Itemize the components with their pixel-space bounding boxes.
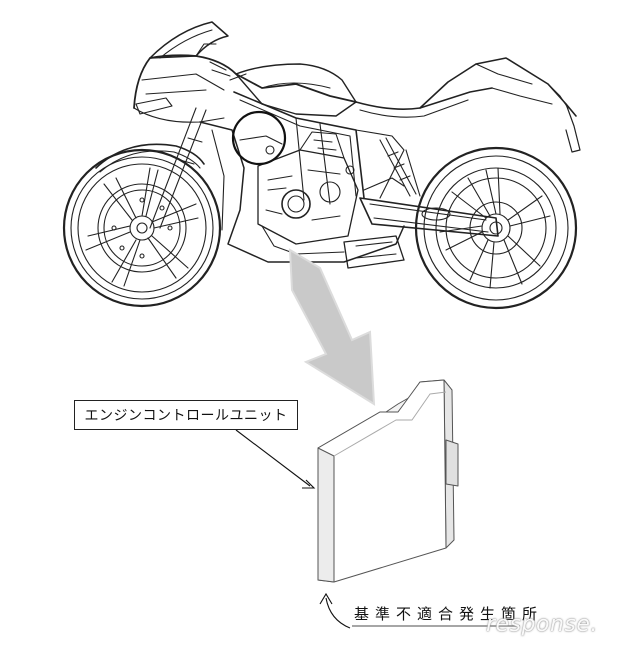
front-fork: [95, 107, 207, 229]
leader-lines: [235, 429, 520, 629]
ecu-label-arrowhead: [302, 479, 316, 489]
defect-label-leader: [325, 597, 351, 629]
frame: [233, 91, 405, 205]
response-watermark: response.: [486, 612, 598, 637]
ecu-unit: [317, 379, 459, 583]
motorcycle-illustration: [62, 21, 581, 310]
rear-shock: [363, 137, 417, 197]
body-fairing: [133, 21, 581, 263]
ecu-callout-label: エンジンコントロールユニット: [74, 400, 298, 430]
defect-location-label: 基準不適合発生箇所: [354, 605, 544, 623]
defect-label-arrowhead: [319, 592, 333, 605]
front-wheel: [62, 148, 222, 308]
swingarm: [359, 149, 499, 237]
ecu-label-text: エンジンコントロールユニット: [84, 408, 288, 424]
rear-wheel: [414, 146, 578, 310]
ecu-location-circle: [231, 110, 287, 166]
ecu-label-leader: [235, 429, 311, 487]
zoom-arrow: [288, 248, 376, 406]
exhaust: [261, 225, 405, 269]
engine: [257, 131, 359, 245]
